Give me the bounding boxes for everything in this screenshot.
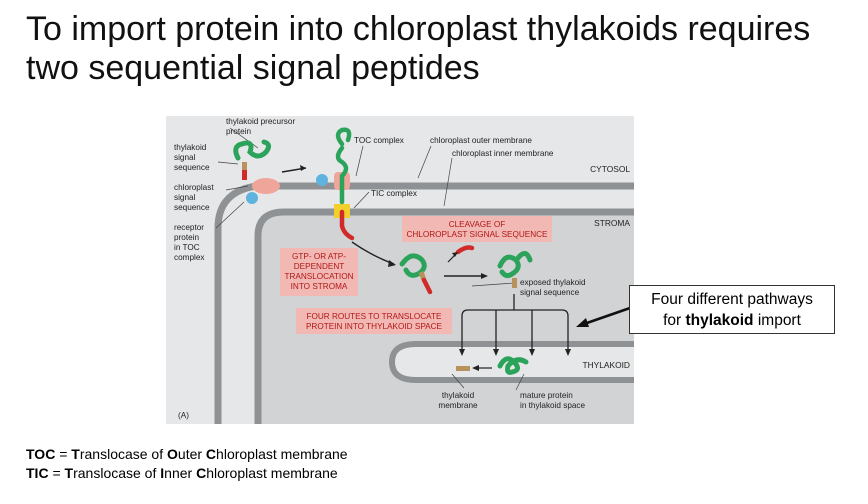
label-cytosol: CYTOSOL [590,164,630,174]
label-mature-protein-1: mature protein [520,391,573,400]
stroma-precursor [399,253,433,295]
translocation-box: GTP- OR ATP- DEPENDENT TRANSLOCATION INT… [280,248,358,296]
def-toc-t-rest: ranslocase of [79,446,168,462]
def-tic-i: I [160,465,165,481]
definition-toc-eq: = [55,446,72,462]
def-toc-c: C [205,446,217,462]
callout-bold-thylakoid: thylakoid [685,312,754,329]
protein-through-membranes [335,145,349,205]
slide-title-line-1: To import protein into chloroplast thyla… [26,10,811,48]
label-thylakoid-signal-2: signal [174,153,196,162]
signal-in-thylakoid-membrane [456,366,470,371]
label-precursor-1: thylakoid precursor [226,117,295,126]
label-precursor-2: protein [226,127,251,136]
translocation-box-line-4: INTO STROMA [291,282,348,291]
callout-line-2: for thylakoid import [630,310,834,331]
definition-tic: TIC = Translocase of Inner Chloroplast m… [26,464,348,483]
four-routes-box: FOUR ROUTES TO TRANSLOCATE PROTEIN INTO … [296,308,452,334]
label-receptor-3: in TOC [174,243,200,252]
definition-tic-abbr: TIC [26,465,49,481]
four-routes-box-line-2: PROTEIN INTO THYLAKOID SPACE [306,322,443,331]
slide-title-line-2: two sequential signal peptides [26,49,480,87]
label-outer-membrane: chloroplast outer membrane [430,136,532,145]
def-toc-t: T [71,446,80,462]
label-mature-protein-2: in thylakoid space [520,401,586,410]
label-chloroplast-signal-1: chloroplast [174,183,214,192]
label-thylakoid-signal-1: thylakoid [174,143,207,152]
label-exposed-signal-1: exposed thylakoid [520,278,586,287]
def-toc-c-rest: hloroplast membrane [216,446,348,462]
def-tic-c: C [196,465,207,481]
four-pathways-callout: Four different pathways for thylakoid im… [629,285,835,334]
def-tic-t: T [64,465,74,481]
label-stroma: STROMA [594,218,630,228]
label-chloroplast-signal-2: signal [174,193,196,202]
label-tic-complex: TIC complex [371,189,417,198]
label-receptor-2: protein [174,233,199,242]
callout-line-2-pre: for [663,312,686,329]
cleavage-box: CLEAVAGE OF CHLOROPLAST SIGNAL SEQUENCE [402,216,552,242]
label-thylakoid-membrane-1: thylakoid [442,391,475,400]
label-exposed-signal-2: signal sequence [520,288,580,297]
definition-toc: TOC = Translocase of Outer Chloroplast m… [26,445,348,464]
def-tic-c-rest: hloroplast membrane [206,465,338,481]
def-toc-o: O [167,446,178,462]
label-inner-membrane: chloroplast inner membrane [452,149,554,158]
label-receptor-4: complex [174,253,205,262]
inner-membrane [254,208,634,424]
mature-protein [497,356,529,375]
slide-title: To import protein into chloroplast thyla… [26,10,856,88]
translocation-box-line-2: DEPENDENT [294,262,345,271]
translocation-box-line-3: TRANSLOCATION [285,272,354,281]
label-thylakoid-signal-3: sequence [174,163,210,172]
exposed-thylakoid-protein [497,251,533,288]
def-tic-i-rest: nner [164,465,197,481]
cleavage-box-line-1: CLEAVAGE OF [449,220,506,229]
definition-tic-eq: = [48,465,65,481]
translocation-box-line-1: GTP- OR ATP- [292,252,346,261]
label-receptor-1: receptor [174,223,204,232]
label-chloroplast-signal-3: sequence [174,203,210,212]
cleaved-signal [455,245,475,255]
panel-label: (A) [178,411,189,420]
chloroplast-import-diagram: CLEAVAGE OF CHLOROPLAST SIGNAL SEQUENCE … [166,116,634,424]
thylakoid-precursor-protein [233,139,280,204]
four-routes-box-line-1: FOUR ROUTES TO TRANSLOCATE [307,312,442,321]
callout-line-1: Four different pathways [651,291,813,308]
label-toc-complex: TOC complex [354,136,404,145]
callout-line-2-post: import [753,312,801,329]
callout-arrow [576,306,631,327]
definitions: TOC = Translocase of Outer Chloroplast m… [26,445,348,483]
definition-toc-abbr: TOC [26,446,56,462]
four-routes-arrows [461,294,569,352]
label-thylakoid-membrane-2: membrane [438,401,478,410]
label-thylakoid: THYLAKOID [583,360,630,370]
cleavage-box-line-2: CHLOROPLAST SIGNAL SEQUENCE [406,230,548,239]
def-toc-o-rest: uter [177,446,206,462]
def-tic-t-rest: ranslocase of [73,465,161,481]
